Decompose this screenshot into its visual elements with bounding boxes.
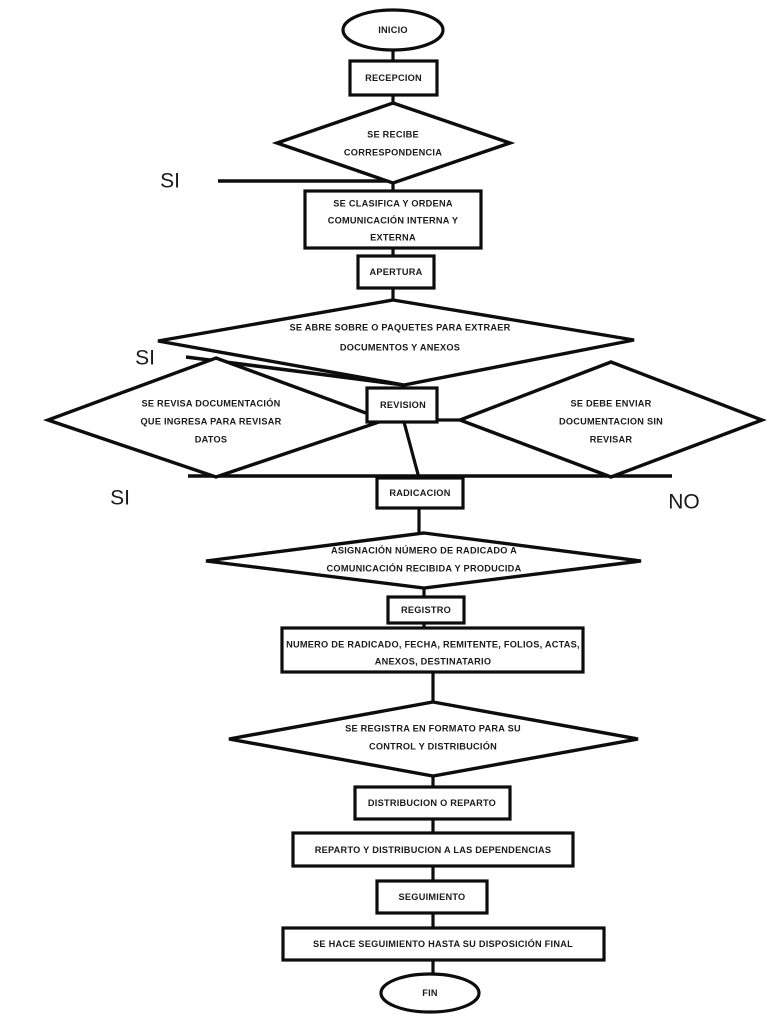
fin-label: FIN	[422, 988, 438, 998]
registro-label: REGISTRO	[401, 605, 451, 615]
radicacion-box	[375, 476, 465, 510]
enviar-sin-label-line1: SE DEBE ENVIAR	[570, 398, 651, 408]
node-se-debe-enviar-sin-revisar[interactable]: SE DEBE ENVIAR DOCUMENTACION SIN REVISAR	[455, 360, 767, 479]
revisa-doc-label-line3: DATOS	[195, 434, 228, 444]
asignacion-diamond	[205, 531, 642, 590]
node-registro[interactable]: REGISTRO	[386, 595, 466, 625]
inicio-ellipse	[341, 8, 445, 52]
recepcion-box	[348, 59, 439, 97]
apertura-box	[356, 254, 436, 290]
radicacion-label: RADICACION	[389, 488, 450, 498]
branch-label-si-radicacion: SI	[110, 487, 130, 510]
inicio-label: INICIO	[378, 25, 408, 35]
hace-seguimiento-label: SE HACE SEGUIMIENTO HASTA SU DISPOSICIÓN…	[313, 938, 573, 949]
abre-sobre-label-line2: DOCUMENTOS Y ANEXOS	[340, 342, 460, 352]
node-numero-de-radicado[interactable]: NUMERO DE RADICADO, FECHA, REMITENTE, FO…	[280, 626, 585, 674]
node-radicacion[interactable]: RADICACION	[375, 476, 465, 510]
revisa-doc-label-line2: QUE INGRESA PARA REVISAR	[141, 416, 282, 426]
abre-sobre-diamond	[157, 298, 635, 387]
hace-seguimiento-box	[281, 926, 606, 962]
numero-radicado-box	[280, 626, 585, 674]
seguimiento-label: SEGUIMIENTO	[399, 892, 466, 902]
node-se-abre-sobre[interactable]: SE ABRE SOBRE O PAQUETES PARA EXTRAER DO…	[157, 298, 635, 387]
numero-radicado-label-line1: NUMERO DE RADICADO, FECHA, REMITENTE, FO…	[286, 639, 580, 649]
node-asignacion-numero-radicado[interactable]: ASIGNACIÓN NÚMERO DE RADICADO A COMUNICA…	[205, 531, 642, 590]
se-recibe-label-line2: CORRESPONDENCIA	[344, 147, 442, 157]
branch-label-si-apertura: SI	[135, 347, 155, 370]
node-se-registra-en-formato[interactable]: SE REGISTRA EN FORMATO PARA SU CONTROL Y…	[228, 700, 639, 778]
distribucion-box	[353, 785, 512, 821]
asignacion-label-line1: ASIGNACIÓN NÚMERO DE RADICADO A	[331, 544, 517, 555]
node-se-revisa-documentacion[interactable]: SE REVISA DOCUMENTACIÓN QUE INGRESA PARA…	[42, 356, 391, 479]
revision-box	[365, 386, 439, 424]
clasifica-label-line2: COMUNICACIÓN INTERNA Y	[328, 214, 459, 225]
se-recibe-label-line1: SE RECIBE	[367, 129, 419, 139]
node-revision[interactable]: REVISION	[365, 386, 439, 424]
reparto-box	[291, 831, 575, 868]
node-se-clasifica-y-ordena[interactable]: SE CLASIFICA Y ORDENA COMUNICACIÓN INTER…	[303, 189, 483, 250]
node-fin[interactable]: FIN	[379, 972, 481, 1014]
formato-label-line2: CONTROL Y DISTRIBUCIÓN	[369, 740, 497, 751]
revisa-doc-label-line1: SE REVISA DOCUMENTACIÓN	[142, 397, 281, 408]
formato-diamond	[228, 700, 639, 778]
node-seguimiento[interactable]: SEGUIMIENTO	[375, 879, 489, 915]
formato-label-line1: SE REGISTRA EN FORMATO PARA SU	[345, 723, 521, 733]
node-se-hace-seguimiento[interactable]: SE HACE SEGUIMIENTO HASTA SU DISPOSICIÓN…	[281, 926, 606, 962]
clasifica-label-line3: EXTERNA	[370, 232, 416, 242]
reparto-label: REPARTO Y DISTRIBUCION A LAS DEPENDENCIA…	[315, 845, 552, 855]
branch-label-no-radicacion: NO	[668, 491, 700, 514]
distribucion-label: DISTRIBUCION O REPARTO	[368, 798, 496, 808]
node-distribucion-o-reparto[interactable]: DISTRIBUCION O REPARTO	[353, 785, 512, 821]
seguimiento-box	[375, 879, 489, 915]
registro-box	[386, 595, 466, 625]
apertura-label: APERTURA	[369, 267, 422, 277]
clasifica-box	[303, 189, 483, 250]
abre-sobre-label-line1: SE ABRE SOBRE O PAQUETES PARA EXTRAER	[289, 322, 510, 332]
node-inicio[interactable]: INICIO	[341, 8, 445, 52]
enviar-sin-label-line3: REVISAR	[590, 434, 633, 444]
node-recepcion[interactable]: RECEPCION	[348, 59, 439, 97]
enviar-sin-label-line2: DOCUMENTACION SIN	[559, 416, 663, 426]
asignacion-label-line2: COMUNICACIÓN RECIBIDA Y PRODUCIDA	[327, 562, 522, 573]
node-reparto-dependencias[interactable]: REPARTO Y DISTRIBUCION A LAS DEPENDENCIA…	[291, 831, 575, 868]
clasifica-label-line1: SE CLASIFICA Y ORDENA	[333, 198, 453, 208]
connector-revision-radicacion	[402, 421, 421, 479]
node-apertura[interactable]: APERTURA	[356, 254, 436, 290]
recepcion-label: RECEPCION	[365, 73, 422, 83]
se-recibe-diamond	[271, 101, 516, 185]
numero-radicado-label-line2: ANEXOS, DESTINATARIO	[375, 656, 491, 666]
node-se-recibe-correspondencia[interactable]: SE RECIBE CORRESPONDENCIA	[271, 101, 516, 185]
enviar-sin-diamond	[455, 360, 767, 479]
revisa-doc-diamond	[42, 356, 391, 479]
fin-ellipse	[379, 972, 481, 1014]
revision-label: REVISION	[380, 400, 426, 410]
branch-label-si-recepcion: SI	[160, 170, 180, 193]
